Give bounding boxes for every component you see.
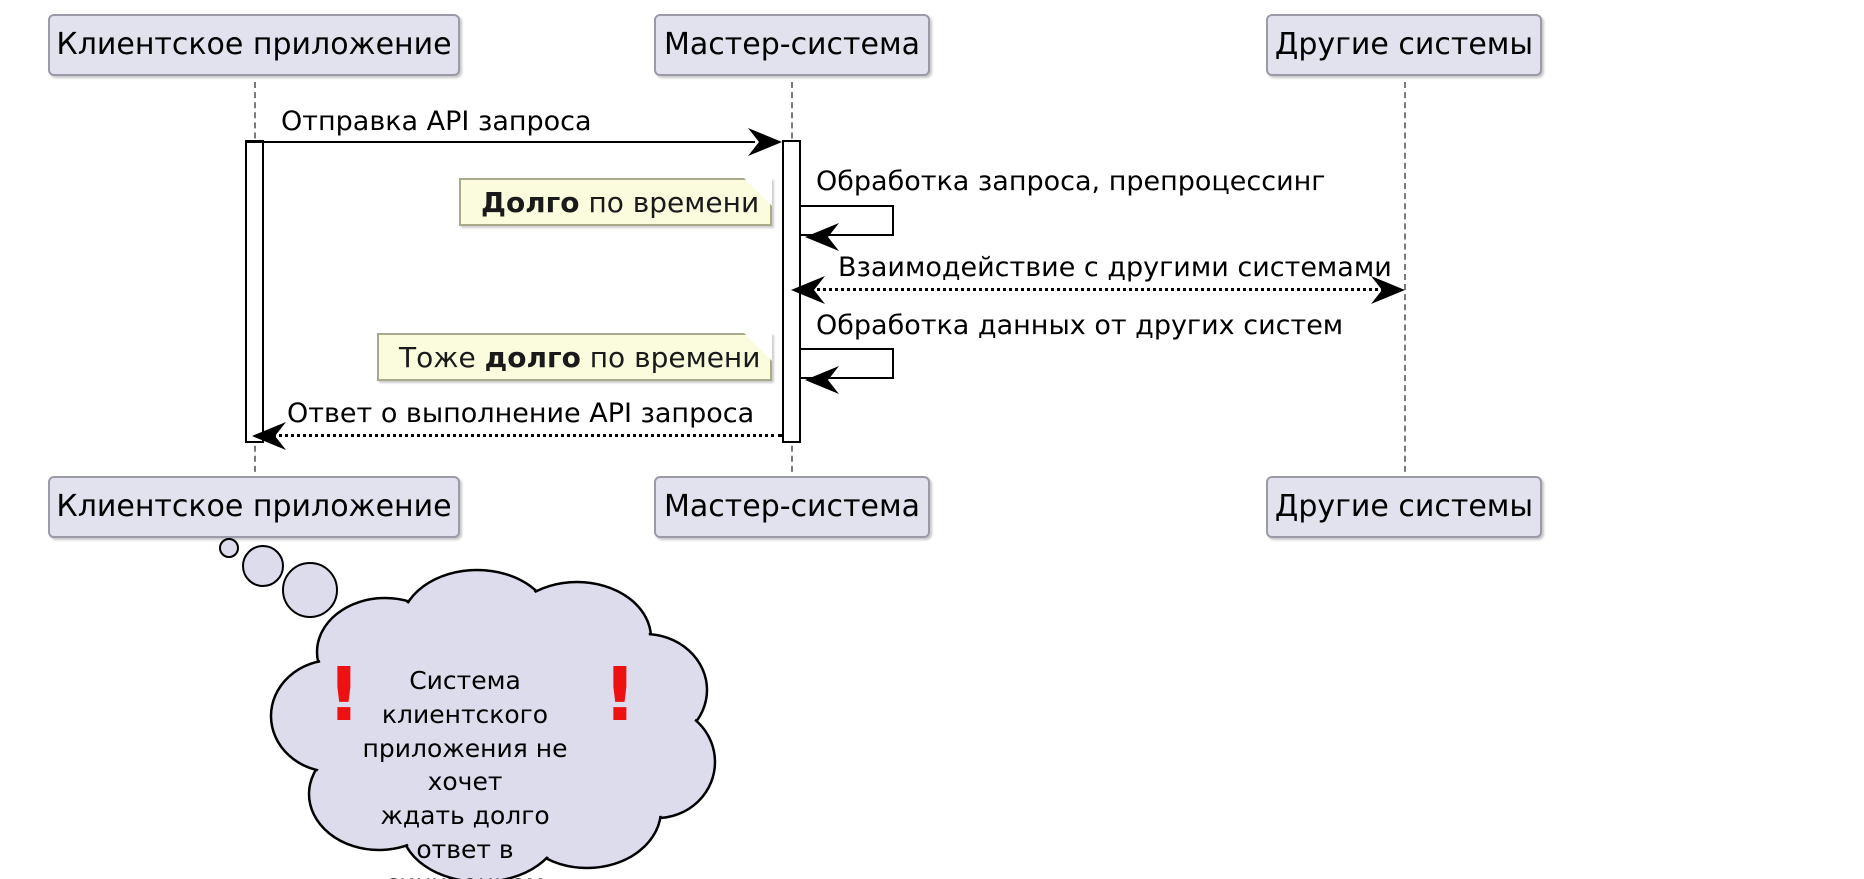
message-label-send-api-request: Отправка API запроса [281,106,592,137]
participant-client-top-label: Клиентское приложение [56,27,452,62]
participant-client-top[interactable]: Клиентское приложение [48,14,460,76]
thought-cloud-shape [219,538,717,879]
note-long-duration-1: Долго по времени [459,178,772,226]
participant-master-bottom-label: Мастер-система [664,489,920,524]
thought-cloud-text: Система клиентского приложения не хочет … [345,664,585,879]
exclamation-mark-right-icon: ! [603,652,637,738]
participant-other-top-label: Другие системы [1274,27,1534,62]
participant-other-bottom[interactable]: Другие системы [1266,476,1542,538]
activation-client [245,140,264,443]
message-line-interaction-other-systems [810,288,1396,291]
message-arrowhead-send-api-request [748,128,782,156]
message-selfcall-request-processing [801,205,894,236]
message-line-send-api-request [245,141,755,143]
note-2-rest-text: по времени [580,340,761,374]
participant-master-top-label: Мастер-система [664,27,920,62]
message-label-api-response: Ответ о выполнение API запроса [287,398,755,429]
exclamation-mark-left-icon: ! [327,652,361,738]
message-arrowhead-interaction-left [791,276,825,304]
note-2-fold-icon [744,333,772,361]
message-label-processing-other-data: Обработка данных от других систем [816,310,1344,341]
participant-client-bottom[interactable]: Клиентское приложение [48,476,460,538]
participant-other-bottom-label: Другие системы [1274,489,1534,524]
thought-cloud-line-2: приложения не хочет [362,733,568,797]
note-1-rest-text: по времени [579,185,760,219]
note-long-duration-2: Тоже долго по времени [377,333,772,381]
note-2-bold-text: долго [484,340,581,374]
note-1-bold-text: Долго [481,185,580,219]
message-line-api-response [272,434,782,437]
thought-cloud-line-1: Система клиентского [381,666,549,729]
thought-cloud: ! ! Система клиентского приложения не хо… [205,530,725,879]
message-arrowhead-api-response [252,422,286,450]
message-label-request-processing: Обработка запроса, препроцессинг [816,166,1326,197]
participant-other-top[interactable]: Другие системы [1266,14,1542,76]
participant-master-top[interactable]: Мастер-система [654,14,930,76]
participant-client-bottom-label: Клиентское приложение [56,489,452,524]
note-1-fold-icon [744,178,772,206]
message-arrowhead-processing-other-data [805,366,839,394]
message-selfcall-processing-other-data [801,348,894,379]
message-arrowhead-interaction-right [1371,276,1405,304]
thought-cloud-line-4: синхронном формате [345,867,585,879]
participant-master-bottom[interactable]: Мастер-система [654,476,930,538]
note-2-lead-text: Тоже [399,340,485,374]
lifeline-other [1404,82,1406,482]
thought-cloud-line-3: ждать долго ответ в [380,801,550,864]
message-arrowhead-request-processing [805,223,839,251]
message-label-interaction-other-systems: Взаимодействие с другими системами [838,252,1392,283]
